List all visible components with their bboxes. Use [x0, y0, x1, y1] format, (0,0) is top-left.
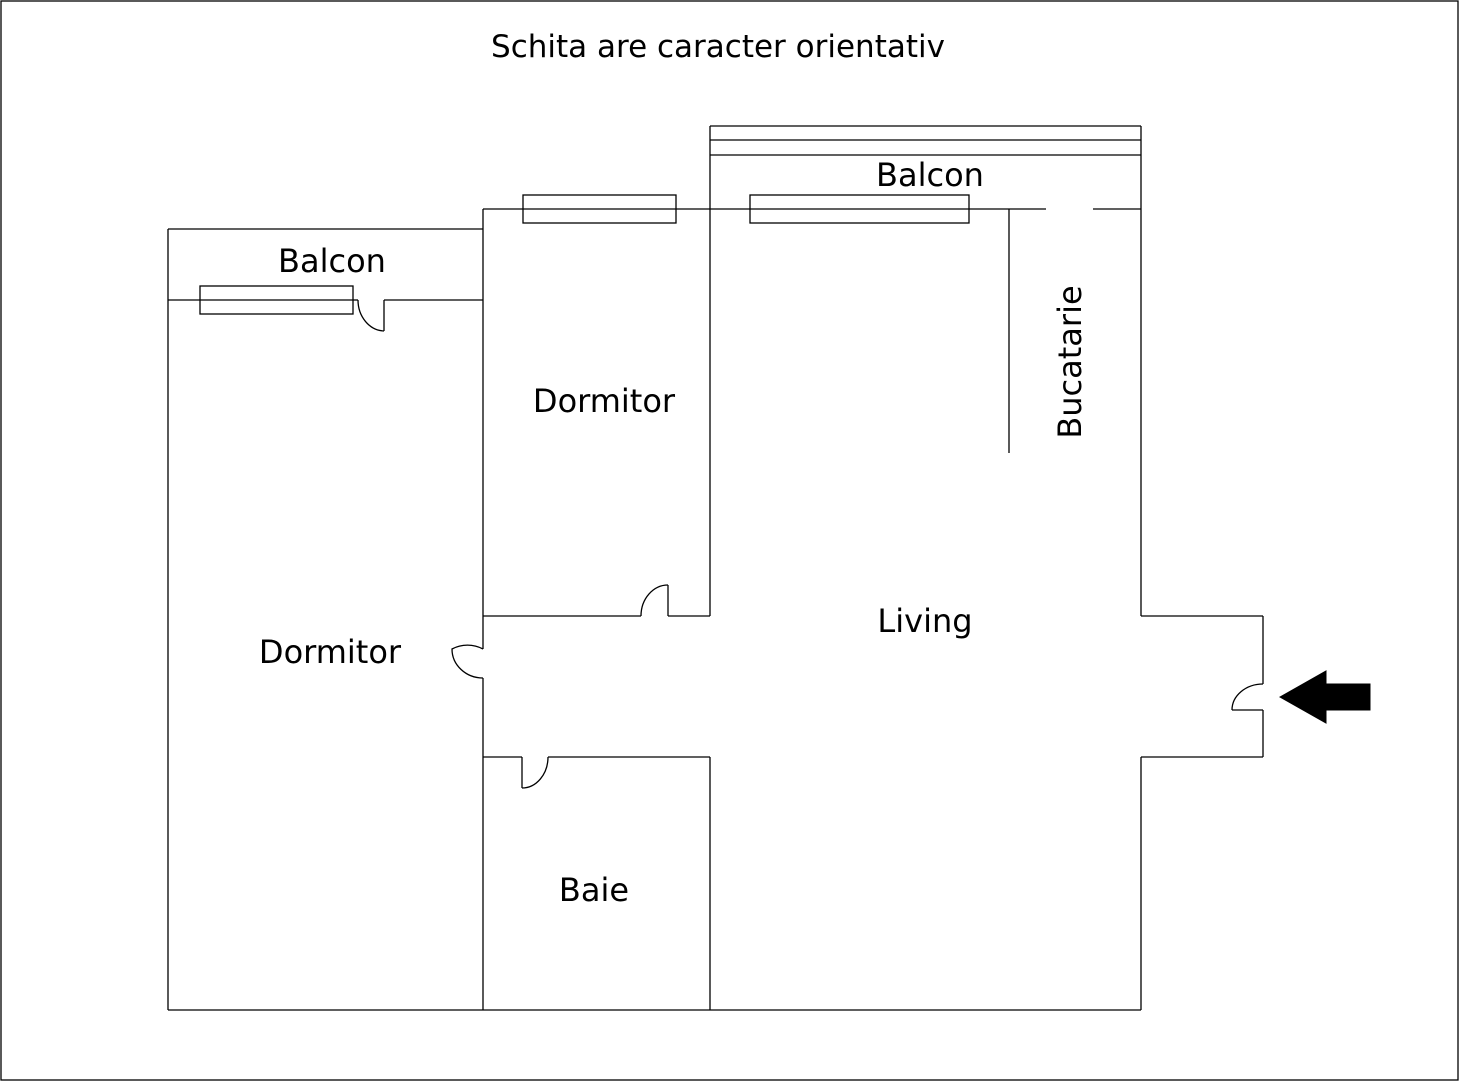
plan-title: Schita are caracter orientativ [491, 29, 945, 65]
arrow-left-icon [1278, 670, 1371, 724]
door-left-balcony [357, 299, 385, 332]
room-label-bathroom: Baie [559, 871, 629, 909]
room-label-kitchen: Bucatarie [1051, 285, 1089, 438]
door-small-bedroom [640, 584, 669, 617]
door-large-bedroom [451, 644, 484, 679]
room-label-bedroom-large: Dormitor [259, 633, 402, 671]
door-entrance [1231, 683, 1264, 711]
room-label-balcony-left: Balcon [278, 242, 386, 280]
walls [167, 125, 1264, 1011]
room-label-balcony-top: Balcon [876, 156, 984, 194]
room-label-living: Living [877, 602, 972, 640]
doors [357, 299, 1264, 789]
room-label-bedroom-small: Dormitor [533, 382, 676, 420]
door-bathroom [521, 756, 549, 789]
windows [199, 194, 970, 315]
